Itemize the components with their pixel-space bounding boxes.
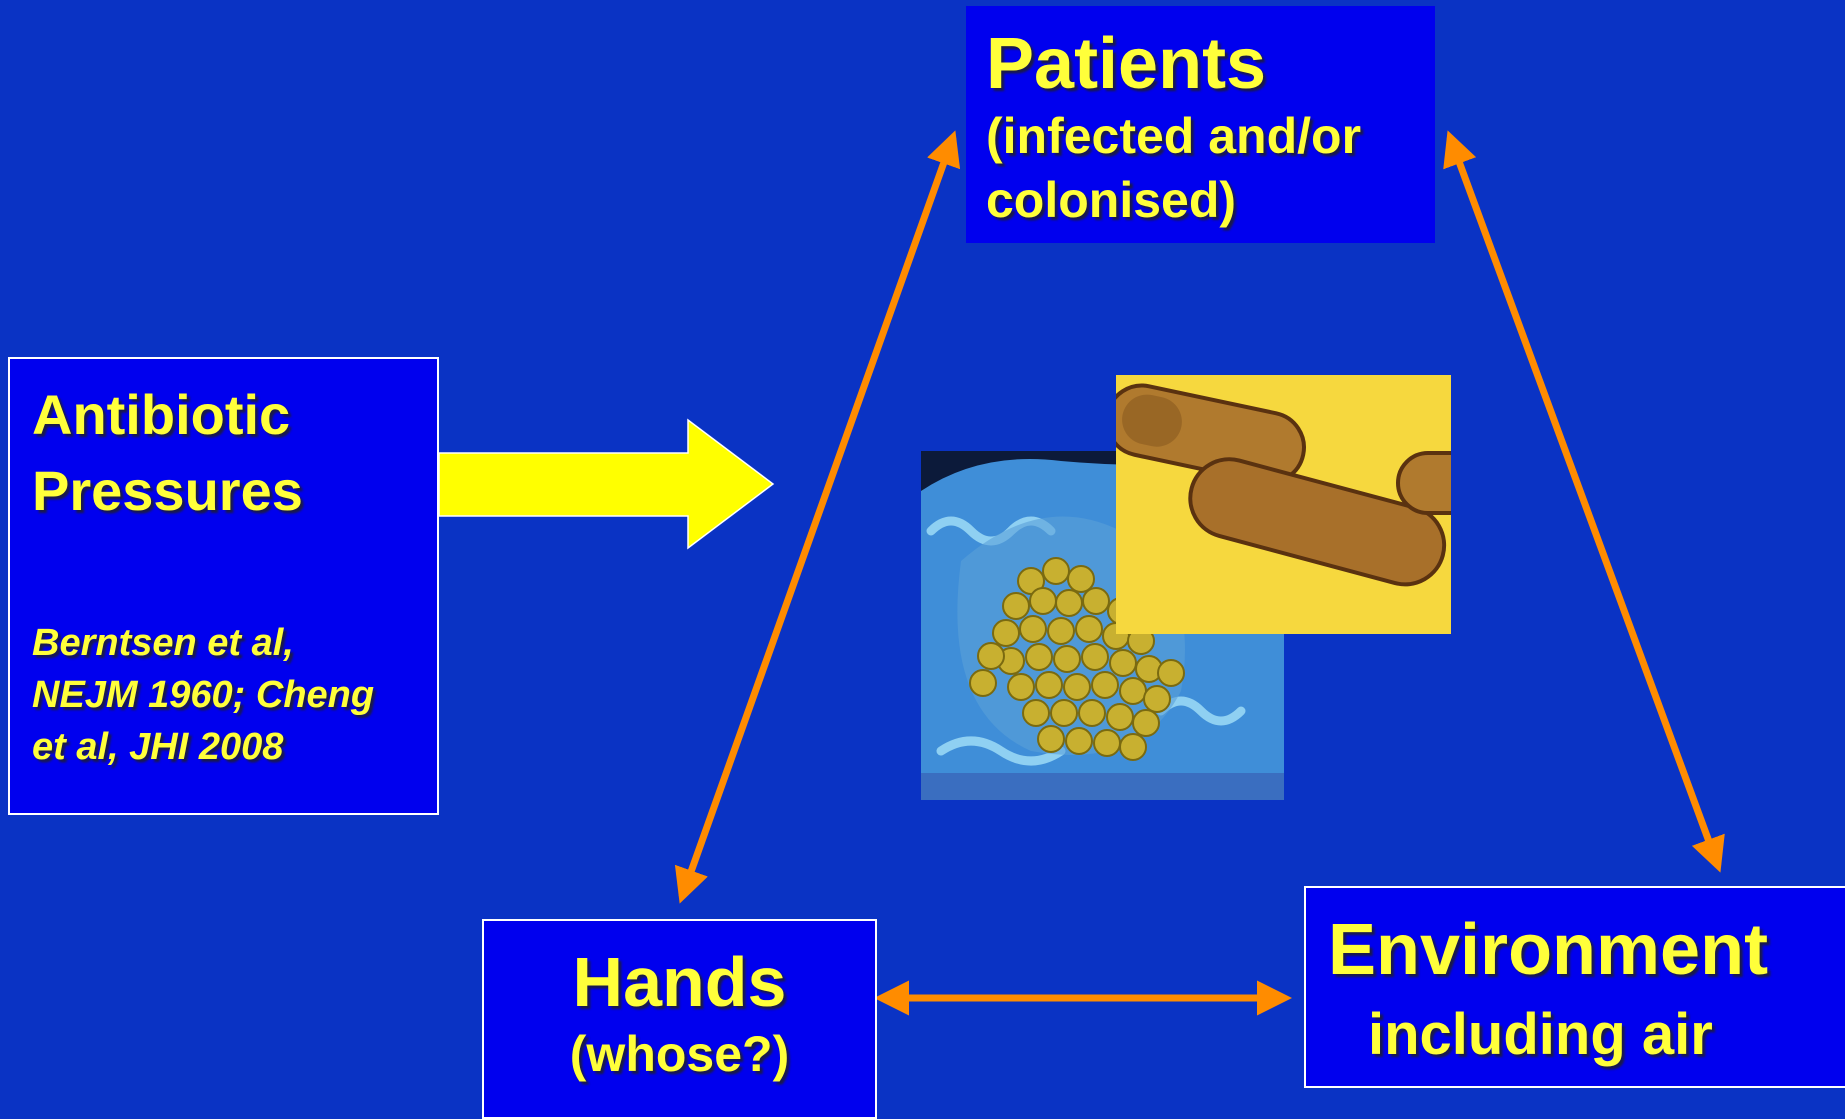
environment-node: Environment including air [1304,886,1845,1088]
patients-title: Patients [986,24,1415,104]
antibiotic-title-line2: Pressures [32,453,415,529]
patients-subtitle-line1: (infected and/or [986,104,1415,168]
antibiotic-title-line1: Antibiotic [32,377,415,453]
patients-node: Patients (infected and/or colonised) [966,6,1435,243]
hands-node: Hands (whose?) [482,919,877,1119]
hands-subtitle: (whose?) [484,1023,875,1085]
antibiotic-citation-line2: NEJM 1960; Cheng [32,669,415,721]
antibiotic-citation-line3: et al, JHI 2008 [32,721,415,773]
antibiotic-citation-line1: Berntsen et al, [32,617,415,669]
micrograph-rods-image [1116,375,1451,634]
antibiotic-pressure-arrow [439,420,773,548]
environment-title: Environment [1328,906,1840,994]
antibiotic-pressures-node: Antibiotic Pressures Berntsen et al, NEJ… [8,357,439,815]
arrow-patients-environment [1450,137,1718,866]
patients-subtitle-line2: colonised) [986,168,1415,232]
hands-title: Hands [484,941,875,1023]
environment-subtitle: including air [1328,994,1840,1076]
